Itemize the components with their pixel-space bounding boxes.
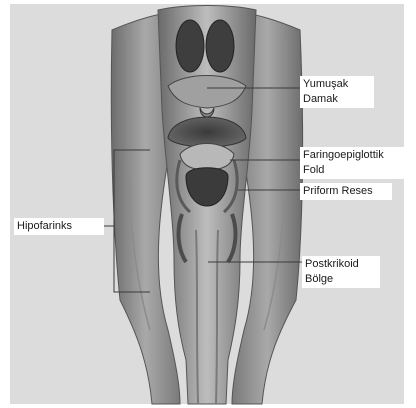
label-postkrikoid-bolge: Postkrikoid Bölge <box>302 256 380 288</box>
label-faringoepiglottik-fold: Faringoepiglottik Fold <box>300 147 406 179</box>
label-yumusak-damak: Yumuşak Damak <box>300 76 374 108</box>
label-priform-reses: Priform Reses <box>300 183 392 200</box>
epiglottis <box>180 144 234 171</box>
left-choana <box>176 20 204 72</box>
label-hipofarinks: Hipofarinks <box>14 218 104 235</box>
right-choana <box>206 20 234 72</box>
